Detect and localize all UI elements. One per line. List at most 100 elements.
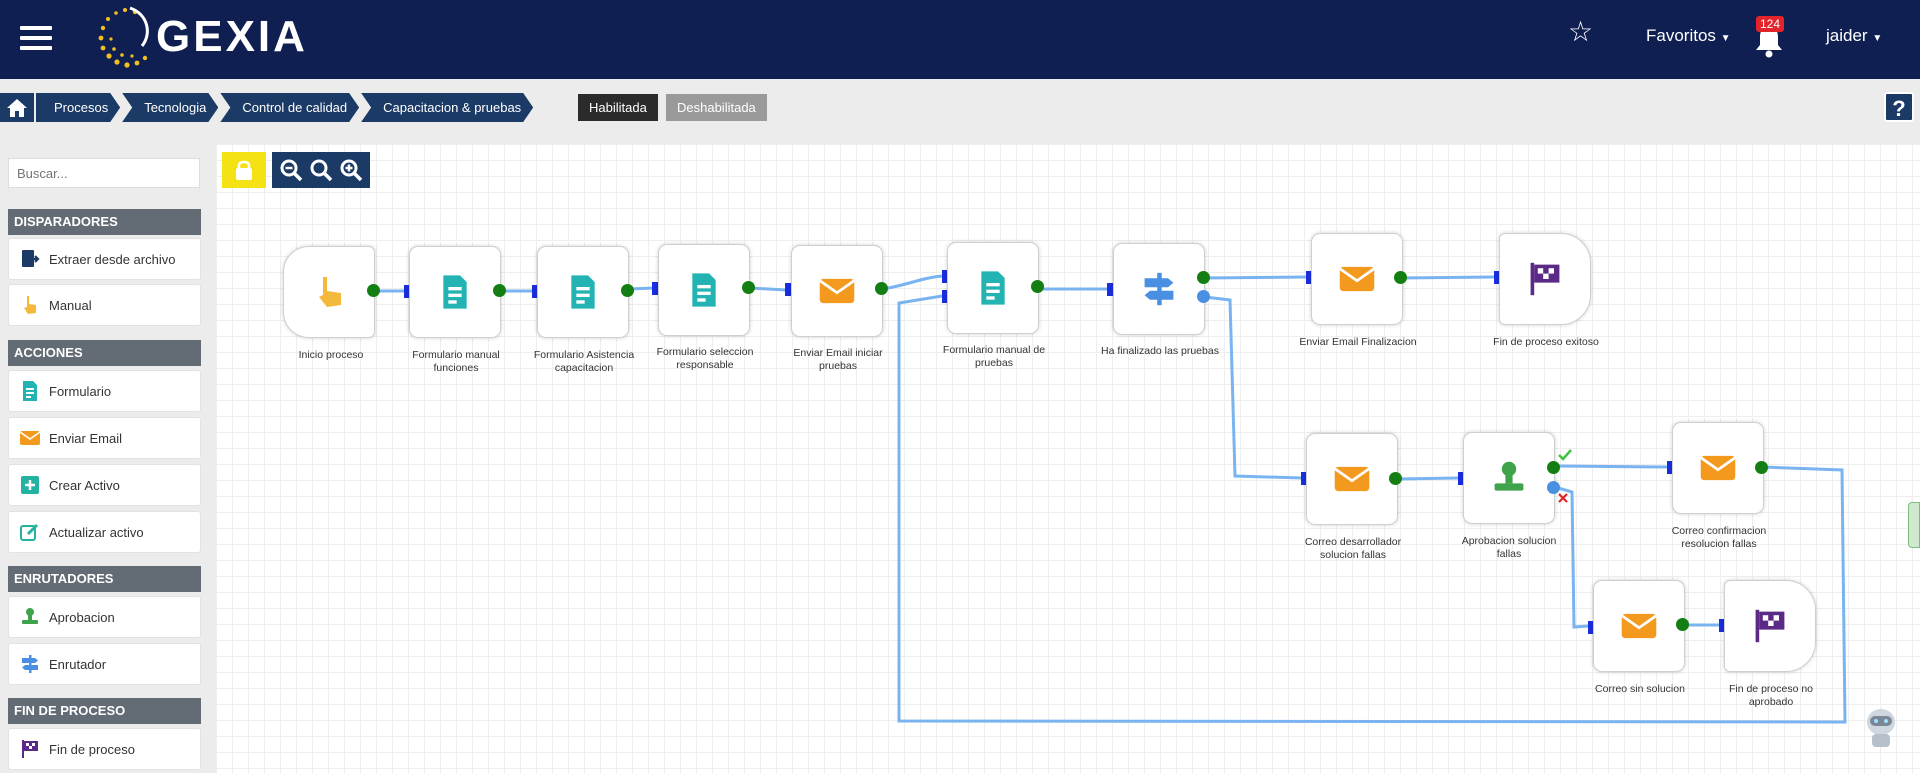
sidebar-item-manual[interactable]: Manual <box>8 284 201 326</box>
input-port[interactable] <box>532 285 538 298</box>
sidebar-item-label: Manual <box>49 297 92 313</box>
enabled-button[interactable]: Habilitada <box>578 94 658 121</box>
zoom-in-icon <box>340 159 363 182</box>
top-navbar: GEXIA ☆ Favoritos ▼ 124 jaider ▼ <box>0 0 1920 79</box>
node-enviar-email-finalizacion[interactable] <box>1311 233 1403 325</box>
output-port-approved[interactable] <box>1547 461 1560 474</box>
form-icon <box>981 271 1005 305</box>
section-disparadores: DISPARADORES <box>8 209 201 235</box>
zoom-controls <box>272 152 370 188</box>
help-button[interactable]: ? <box>1884 92 1914 122</box>
breadcrumb-label: Capacitacion & pruebas <box>383 100 522 115</box>
home-icon[interactable] <box>0 93 34 122</box>
node-formulario-manual-funciones[interactable] <box>409 246 501 338</box>
input-port[interactable] <box>942 270 948 283</box>
input-port[interactable] <box>1458 472 1464 485</box>
sidebar: DISPARADORES Extraer desde archivo Manua… <box>0 144 216 773</box>
user-menu[interactable]: jaider ▼ <box>1826 26 1882 46</box>
node-router-pruebas[interactable] <box>1113 243 1205 335</box>
output-port-no[interactable] <box>1197 290 1210 303</box>
node-inicio-proceso[interactable] <box>283 246 375 338</box>
node-correo-sin-solucion[interactable] <box>1593 580 1685 672</box>
node-correo-desarrollador[interactable] <box>1306 433 1398 525</box>
breadcrumb-item-tecnologia[interactable]: Tecnologia <box>122 93 218 122</box>
output-port-yes[interactable] <box>1197 271 1210 284</box>
notifications-badge: 124 <box>1756 16 1785 32</box>
section-acciones: ACCIONES <box>8 340 201 366</box>
node-enviar-email-iniciar[interactable] <box>791 245 883 337</box>
input-port[interactable] <box>1667 461 1673 474</box>
sidebar-item-extraer-archivo[interactable]: Extraer desde archivo <box>8 238 201 280</box>
hand-pointer-icon <box>19 294 41 316</box>
signpost-icon <box>1144 272 1174 306</box>
disabled-button[interactable]: Deshabilitada <box>666 94 767 121</box>
node-aprobacion[interactable] <box>1463 432 1555 524</box>
section-enrutadores: ENRUTADORES <box>8 566 201 592</box>
output-port[interactable] <box>875 282 888 295</box>
form-icon <box>443 275 467 309</box>
node-formulario-responsable[interactable] <box>658 244 750 336</box>
breadcrumb-item-procesos[interactable]: Procesos <box>36 93 120 122</box>
breadcrumb-item-capacitacion[interactable]: Capacitacion & pruebas <box>361 93 533 122</box>
input-port[interactable] <box>1107 283 1113 296</box>
hand-pointer-icon <box>319 277 341 307</box>
node-formulario-asistencia[interactable] <box>537 246 629 338</box>
email-icon <box>818 278 856 304</box>
menu-icon[interactable] <box>20 26 52 52</box>
search-input[interactable] <box>8 158 200 188</box>
favorites-label: Favoritos <box>1646 26 1716 45</box>
output-port[interactable] <box>621 284 634 297</box>
sidebar-item-enrutador[interactable]: Enrutador <box>8 643 201 685</box>
sidebar-item-label: Fin de proceso <box>49 741 135 757</box>
sidebar-item-fin-proceso[interactable]: Fin de proceso <box>8 728 201 770</box>
star-icon[interactable]: ☆ <box>1568 16 1594 47</box>
node-fin-exitoso[interactable] <box>1499 233 1591 325</box>
node-fin-no-aprobado[interactable] <box>1724 580 1816 672</box>
output-port[interactable] <box>1389 472 1402 485</box>
favorites-menu[interactable]: Favoritos ▼ <box>1646 26 1731 46</box>
node-formulario-manual-pruebas[interactable] <box>947 242 1039 334</box>
zoom-reset-button[interactable] <box>309 158 333 182</box>
assistant-robot-icon[interactable] <box>1862 706 1900 750</box>
output-port[interactable] <box>493 284 506 297</box>
output-port[interactable] <box>1394 271 1407 284</box>
form-icon <box>19 380 41 402</box>
sidebar-item-formulario[interactable]: Formulario <box>8 370 201 412</box>
workflow-canvas[interactable] <box>216 144 1920 773</box>
side-panel-tab[interactable] <box>1908 502 1920 548</box>
zoom-out-button[interactable] <box>279 158 303 182</box>
input-port[interactable] <box>785 283 791 296</box>
bell-icon <box>1756 26 1782 58</box>
output-port[interactable] <box>1755 461 1768 474</box>
input-port[interactable] <box>652 282 658 295</box>
input-port[interactable] <box>1301 472 1307 485</box>
node-correo-confirmacion[interactable] <box>1672 422 1764 514</box>
zoom-reset-icon <box>310 159 333 182</box>
sidebar-item-enviar-email[interactable]: Enviar Email <box>8 417 201 459</box>
sidebar-item-crear-activo[interactable]: Crear Activo <box>8 464 201 506</box>
output-port[interactable] <box>367 284 380 297</box>
input-port[interactable] <box>1306 271 1312 284</box>
output-port-rejected[interactable] <box>1547 481 1560 494</box>
input-port[interactable] <box>1719 619 1725 632</box>
node-label: Formulario seleccion responsable <box>656 346 754 371</box>
logo[interactable]: GEXIA <box>90 4 350 72</box>
form-icon <box>692 273 716 307</box>
sidebar-item-aprobacion[interactable]: Aprobacion <box>8 596 201 638</box>
logo-swirl-icon <box>98 6 149 68</box>
breadcrumb-item-control-calidad[interactable]: Control de calidad <box>220 93 359 122</box>
sidebar-item-actualizar-activo[interactable]: Actualizar activo <box>8 511 201 553</box>
input-port[interactable] <box>1588 621 1594 634</box>
input-port[interactable] <box>404 285 410 298</box>
output-port[interactable] <box>742 281 755 294</box>
output-port[interactable] <box>1676 618 1689 631</box>
output-port[interactable] <box>1031 280 1044 293</box>
notifications-button[interactable]: 124 <box>1752 16 1792 60</box>
input-port[interactable] <box>942 290 948 303</box>
zoom-in-button[interactable] <box>339 158 363 182</box>
node-label: Ha finalizado las pruebas <box>1101 345 1219 357</box>
checkered-flag-icon <box>19 738 41 760</box>
lock-button[interactable] <box>222 152 266 188</box>
input-port[interactable] <box>1494 271 1500 284</box>
